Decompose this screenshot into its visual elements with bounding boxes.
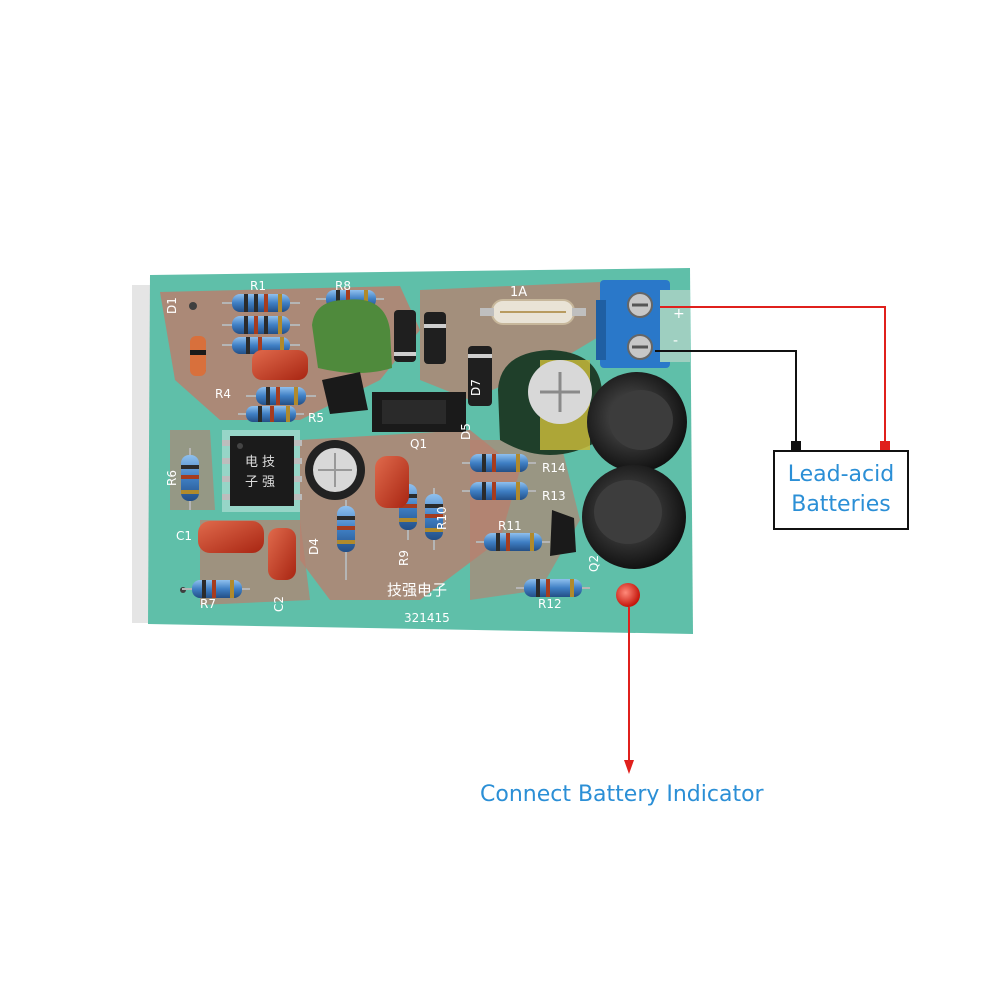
label-r13: R13 — [542, 489, 566, 503]
label-c1: C1 — [176, 529, 192, 543]
battery-wires — [655, 306, 890, 450]
label-d5: D5 — [459, 423, 473, 440]
label-r12: R12 — [538, 597, 562, 611]
ic-label-3: 电 — [245, 455, 258, 470]
label-d7: D7 — [469, 379, 483, 396]
resistor-r14 — [462, 454, 536, 472]
resistor-r13 — [462, 482, 536, 500]
label-r7: R7 — [200, 597, 216, 611]
resistor-r12 — [516, 579, 590, 597]
capacitor-c4 — [375, 456, 409, 508]
glass-fuse: 1A — [480, 285, 586, 325]
large-electrolytic-capacitor — [498, 350, 602, 455]
diode-d6 — [424, 312, 446, 364]
resistor-r4-vertical — [337, 500, 355, 580]
screw-terminal: + - — [596, 280, 690, 368]
resistor-r10 — [425, 488, 443, 550]
label-r11: R11 — [498, 519, 522, 533]
label-c2: C2 — [272, 596, 286, 612]
indicator-arrow — [624, 607, 634, 774]
ic-label-1: 技 — [262, 455, 275, 470]
resistor-r5b — [238, 406, 304, 422]
silkscreen-labels: R1 R8 R4 R5 D1 R6 C1 R7 C2 D4 R9 R10 Q1 … — [165, 279, 601, 625]
label-r6: R6 — [165, 470, 179, 486]
label-d4: D4 — [307, 538, 321, 555]
resistor-r3 — [222, 337, 300, 354]
label-r10: R10 — [435, 506, 449, 530]
label-r4: R4 — [215, 387, 231, 401]
label-r5: R5 — [308, 411, 324, 425]
resistor-r7 — [182, 580, 250, 598]
resistor-r11 — [476, 533, 550, 551]
ic-label-4: 子 — [245, 475, 258, 490]
capacitor-c2 — [268, 528, 296, 580]
label-r8: R8 — [335, 279, 351, 293]
battery-callout-line1: Lead-acid — [787, 462, 895, 487]
resistor-r2 — [222, 316, 300, 334]
transistor-q2 — [550, 510, 576, 556]
resistor-r1 — [222, 294, 300, 312]
inductor-bottom — [582, 465, 686, 569]
battery-callout-box: Lead-acid Batteries — [773, 450, 909, 530]
capacitor-c3 — [252, 350, 308, 380]
led-indicator — [616, 583, 640, 607]
label-d1: D1 — [165, 297, 179, 314]
battery-callout-line2: Batteries — [791, 492, 891, 517]
capacitor-c1 — [198, 521, 264, 553]
label-r14: R14 — [542, 461, 566, 475]
inductor-top — [587, 372, 687, 472]
resistor-r6 — [181, 448, 199, 510]
ic-chip: 技 强 电 子 — [222, 430, 302, 512]
film-capacitor-green — [312, 299, 392, 373]
fuse-label: 1A — [510, 285, 527, 300]
brand-silkscreen: 技强电子 — [387, 581, 447, 599]
label-r1: R1 — [250, 279, 266, 293]
indicator-callout: Connect Battery Indicator — [480, 782, 764, 807]
transistor-q3 — [322, 372, 368, 414]
mosfet-q1 — [372, 392, 466, 432]
label-q1: Q1 — [410, 437, 427, 451]
diode-d1 — [190, 336, 206, 376]
ic-label-2: 强 — [262, 475, 275, 490]
label-q2: Q2 — [587, 555, 601, 572]
label-r9: R9 — [397, 550, 411, 566]
svg-text:+: + — [673, 306, 685, 322]
diode-d5 — [468, 346, 492, 406]
resistor-r5 — [246, 387, 316, 405]
serial-silkscreen: 321415 — [404, 611, 450, 625]
diode-d7 — [394, 310, 416, 362]
pcb-shadow — [132, 285, 152, 623]
small-electrolytic-capacitor — [305, 440, 365, 500]
svg-text:-: - — [673, 333, 678, 349]
